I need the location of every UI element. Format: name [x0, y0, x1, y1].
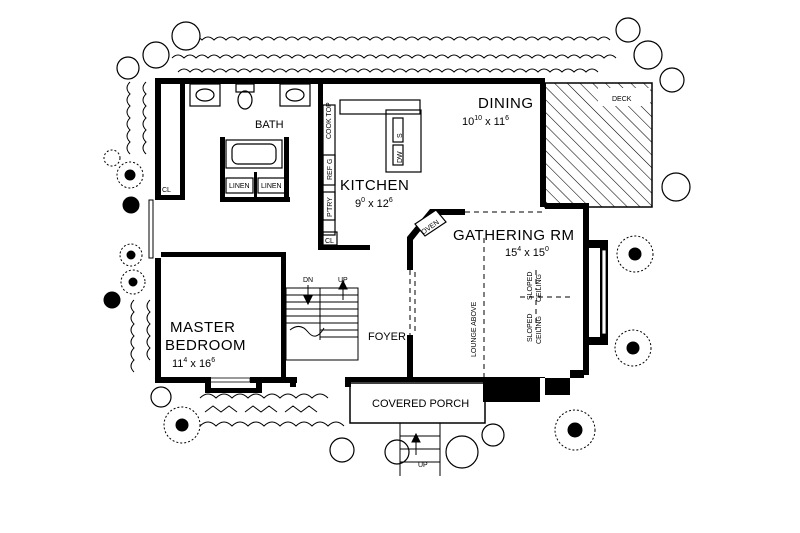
sink-counter-left	[189, 83, 221, 107]
pantry-label: P'TRY	[327, 197, 334, 217]
deck-label: DECK	[612, 96, 632, 103]
staircase	[285, 279, 359, 361]
sink-label: S	[397, 133, 404, 138]
shrub-circle	[659, 67, 685, 93]
shrub-circle	[384, 439, 410, 465]
shrub-circle	[633, 40, 663, 70]
shrub-circle	[329, 437, 355, 463]
covered-porch-label: COVERED PORCH	[372, 398, 469, 410]
stair-down-label: DN	[303, 277, 313, 284]
closet-label: CL	[325, 238, 334, 245]
top-hedge	[171, 36, 617, 73]
kitchen-upper-counter	[339, 99, 421, 115]
dishwasher-icon	[392, 144, 404, 166]
kitchen-dimensions: 90 x 126	[355, 197, 393, 210]
sloped-ceiling-label: CEILING	[536, 274, 543, 302]
kitchen-title: KITCHEN	[340, 177, 409, 194]
foyer-label: FOYER	[368, 331, 406, 343]
linen-label: LINEN	[229, 183, 250, 190]
walk-up-label: UP	[418, 462, 428, 469]
shrub-circle	[445, 435, 479, 469]
sloped-ceiling-label: CEILING	[536, 316, 543, 344]
sloped-ceiling-label: SLOPED	[527, 314, 534, 342]
front-planting-bed	[199, 393, 345, 427]
sink-counter-right	[279, 83, 311, 107]
sloped-ceiling-label: SLOPED	[527, 272, 534, 300]
bathtub-icon	[225, 139, 283, 169]
dining-title: DINING	[478, 95, 534, 112]
kitchen-island	[385, 109, 422, 173]
deck: DECK	[544, 82, 653, 208]
shrub-circle	[615, 17, 641, 43]
front-walk	[399, 423, 441, 476]
master-bedroom-dimensions: 114 x 166	[172, 357, 215, 370]
sink-icon	[285, 88, 305, 102]
kitchen-fixtures: COOK TOP S DW REF G P'TRY OVEN	[322, 99, 447, 246]
gathering-room-dimensions: 154 x 150	[505, 246, 549, 259]
cook-top-label: COOK TOP	[326, 102, 333, 139]
linen-label: LINEN	[261, 183, 282, 190]
toilet-icon	[237, 90, 253, 110]
landscaping	[103, 17, 691, 469]
shrub-circle	[116, 56, 140, 80]
shrub-circle	[171, 21, 201, 51]
master-bedroom-title-line2: BEDROOM	[165, 337, 246, 354]
dining-dimensions: 1010 x 116	[462, 115, 509, 128]
bath-label: BATH	[255, 119, 284, 131]
room-labels: BATH LINEN LINEN CL CL KITCHEN 90 x 126 …	[162, 95, 575, 410]
spiky-shrubs	[103, 149, 654, 451]
sink-icon	[195, 88, 215, 102]
walls	[148, 78, 608, 424]
left-hedge	[126, 81, 151, 373]
shrub-circle	[661, 172, 691, 202]
refrigerator-icon	[322, 154, 336, 186]
dashed-openings	[409, 211, 570, 378]
stair-up-label: UP	[338, 277, 348, 284]
oven-icon	[414, 209, 447, 237]
toilet-tank-icon	[235, 83, 255, 93]
closet-label: CL	[162, 187, 171, 194]
shrub-circle	[481, 423, 505, 447]
pantry	[322, 191, 336, 221]
gathering-room-title: GATHERING RM	[453, 227, 575, 244]
dw-label: DW	[397, 151, 404, 163]
refg-label: REF G	[327, 159, 334, 180]
shrub-circle	[142, 41, 170, 69]
master-bedroom-title-line1: MASTER	[170, 319, 236, 336]
sink-icon	[392, 117, 404, 143]
bath-fixtures	[189, 83, 311, 169]
lounge-above-label: LOUNGE ABOVE	[471, 301, 478, 357]
kitchen-closet	[322, 231, 338, 246]
shrub-circle	[150, 386, 172, 408]
